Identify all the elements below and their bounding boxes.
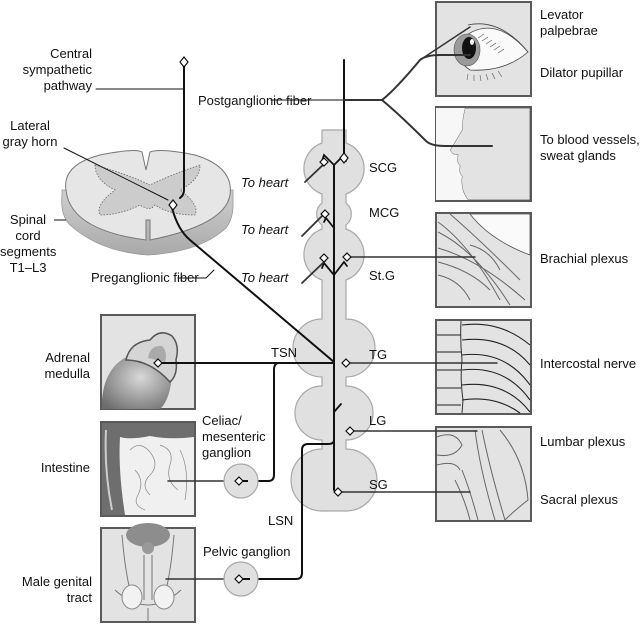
panel-face bbox=[435, 106, 532, 202]
panel-intestine bbox=[100, 421, 196, 517]
ganglion-stg-label: St.G bbox=[369, 268, 396, 283]
panel-intercostal bbox=[435, 319, 532, 415]
spinal-cord-label: Spinal cord segments T1–L3 bbox=[0, 212, 57, 275]
target-dilator-label: Dilator pupillar bbox=[540, 65, 624, 80]
panel-brachial bbox=[435, 212, 532, 308]
ganglion-mcg-label: MCG bbox=[369, 205, 400, 220]
synapse-markers bbox=[153, 56, 355, 584]
panel-adrenal bbox=[100, 314, 196, 410]
to-heart-label-2: To heart bbox=[241, 222, 289, 237]
ganglion-lg-label: LG bbox=[369, 413, 387, 428]
target-adrenal-label: Adrenal medulla bbox=[44, 350, 90, 381]
lateral-gray-horn-label: Lateral gray horn bbox=[2, 118, 58, 149]
spinal-cord-section bbox=[61, 150, 234, 256]
tsn-label: TSN bbox=[271, 345, 297, 360]
target-lumbar-label: Lumbar plexus bbox=[540, 434, 626, 449]
pelvic-ganglion-label: Pelvic ganglion bbox=[203, 544, 291, 559]
target-intercostal-label: Intercostal nerve bbox=[540, 356, 637, 371]
target-vessels-label: To blood vessels, sweat glands bbox=[540, 132, 640, 163]
ganglion-scg-label: SCG bbox=[369, 160, 398, 175]
panel-genital bbox=[100, 523, 196, 623]
to-heart-label-1: To heart bbox=[241, 175, 289, 190]
target-levator-label: Levator palpebrae bbox=[540, 7, 598, 38]
target-intestine-label: Intestine bbox=[40, 460, 90, 475]
preganglionic-fiber-label: Preganglionic fiber bbox=[91, 270, 199, 285]
nerve-fibers bbox=[63, 26, 498, 580]
celiac-ganglion-label: Celiac/ mesenteric ganglion bbox=[202, 413, 266, 460]
target-genital-label: Male genital tract bbox=[21, 574, 92, 605]
panel-lumbar-sacral bbox=[435, 426, 532, 522]
panel-eye bbox=[435, 1, 532, 97]
postganglionic-fiber-label: Postganglionic fiber bbox=[198, 93, 312, 108]
to-heart-label-3: To heart bbox=[241, 270, 289, 285]
lsn-label: LSN bbox=[268, 513, 294, 528]
target-sacral-label: Sacral plexus bbox=[540, 492, 619, 507]
ganglion-tg-label: TG bbox=[369, 347, 388, 362]
target-brachial-label: Brachial plexus bbox=[540, 251, 629, 266]
ganglion-sg-label: SG bbox=[369, 477, 388, 492]
central-pathway-label: Central sympathetic pathway bbox=[22, 46, 92, 93]
